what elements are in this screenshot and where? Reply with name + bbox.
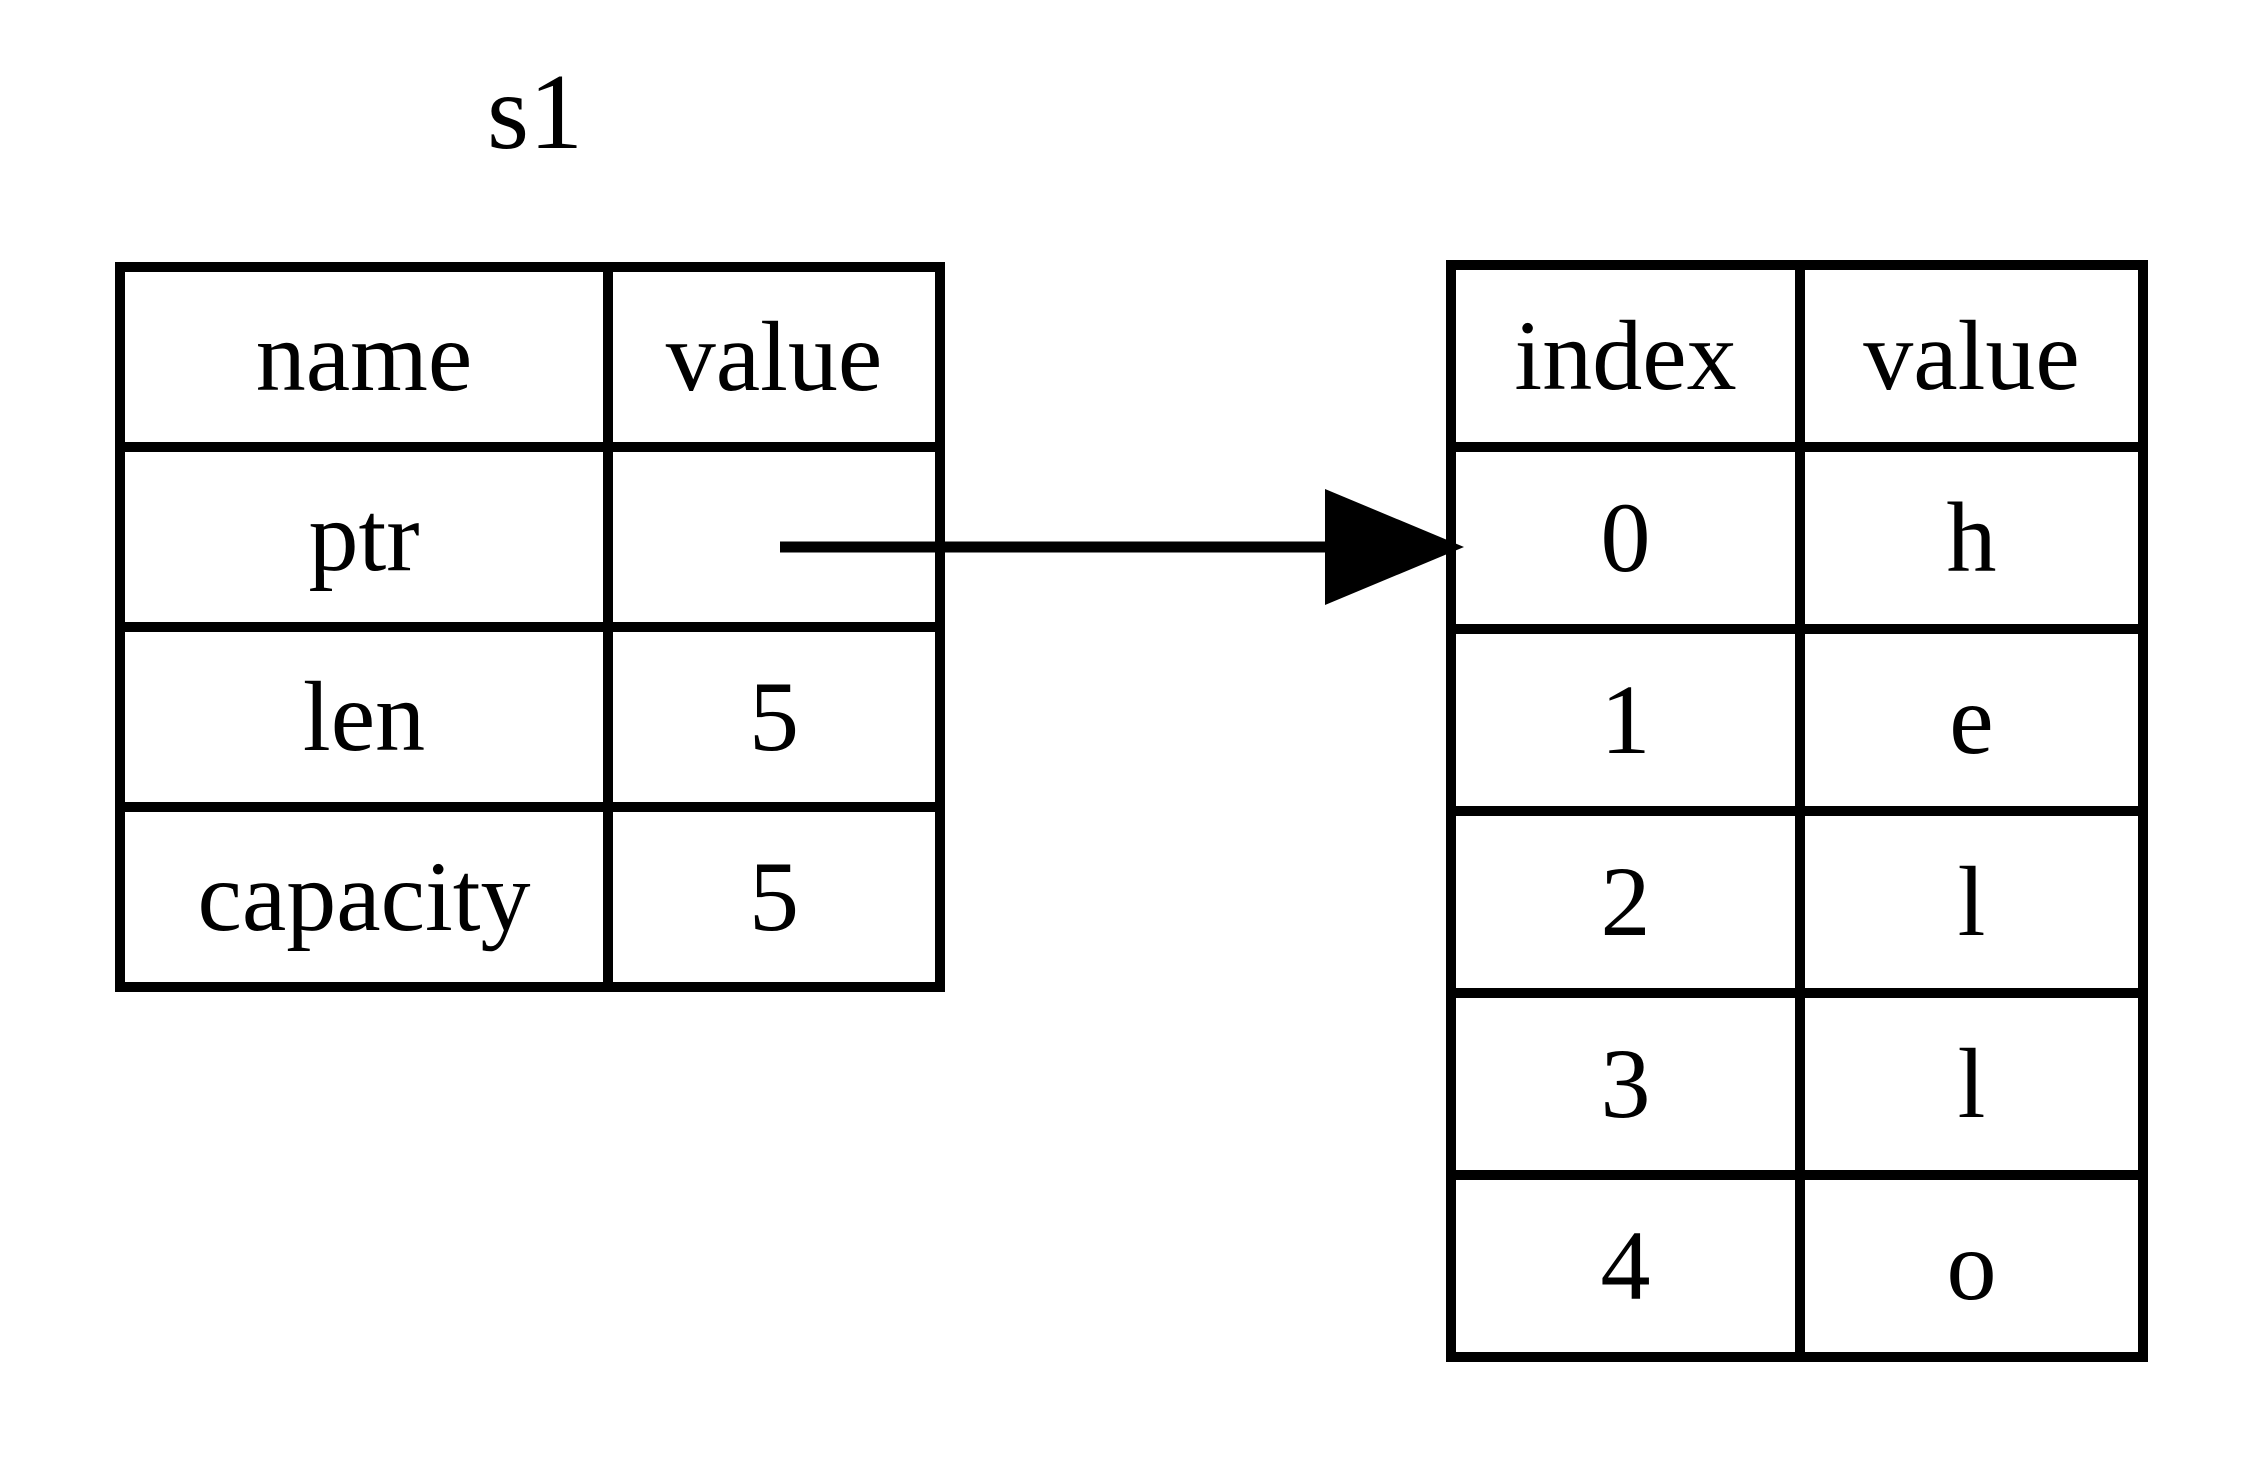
table-row: 3 l (1446, 988, 2148, 1180)
stack-header-row: name value (115, 262, 945, 452)
heap-header-value: value (1795, 260, 2148, 452)
stack-cell-len-value: 5 (603, 622, 945, 812)
table-row: 4 o (1446, 1170, 2148, 1362)
heap-cell-4-index: 4 (1446, 1170, 1805, 1362)
heap-cell-1-index: 1 (1446, 624, 1805, 816)
heap-cell-0-index: 0 (1446, 442, 1805, 634)
stack-cell-capacity-value: 5 (603, 802, 945, 992)
stack-cell-ptr-value (603, 442, 945, 632)
heap-cell-4-value: o (1795, 1170, 2148, 1362)
stack-header-value: value (603, 262, 945, 452)
stack-cell-capacity-name: capacity (115, 802, 613, 992)
stack-table: name value ptr len 5 capacity 5 (115, 262, 945, 992)
table-row: ptr (115, 442, 945, 632)
stack-cell-len-name: len (115, 622, 613, 812)
table-row: 1 e (1446, 624, 2148, 816)
stack-header-name: name (115, 262, 613, 452)
heap-cell-3-value: l (1795, 988, 2148, 1180)
table-row: 0 h (1446, 442, 2148, 634)
heap-cell-0-value: h (1795, 442, 2148, 634)
table-row: 2 l (1446, 806, 2148, 998)
heap-cell-3-index: 3 (1446, 988, 1805, 1180)
heap-header-index: index (1446, 260, 1805, 452)
variable-title: s1 (486, 53, 584, 172)
heap-table: index value 0 h 1 e 2 l 3 l 4 o (1446, 260, 2148, 1362)
heap-cell-2-index: 2 (1446, 806, 1805, 998)
pointer-arrow-icon (780, 489, 1464, 605)
stack-cell-ptr-name: ptr (115, 442, 613, 632)
heap-cell-1-value: e (1795, 624, 2148, 816)
heap-cell-2-value: l (1795, 806, 2148, 998)
heap-header-row: index value (1446, 260, 2148, 452)
table-row: len 5 (115, 622, 945, 812)
table-row: capacity 5 (115, 802, 945, 992)
